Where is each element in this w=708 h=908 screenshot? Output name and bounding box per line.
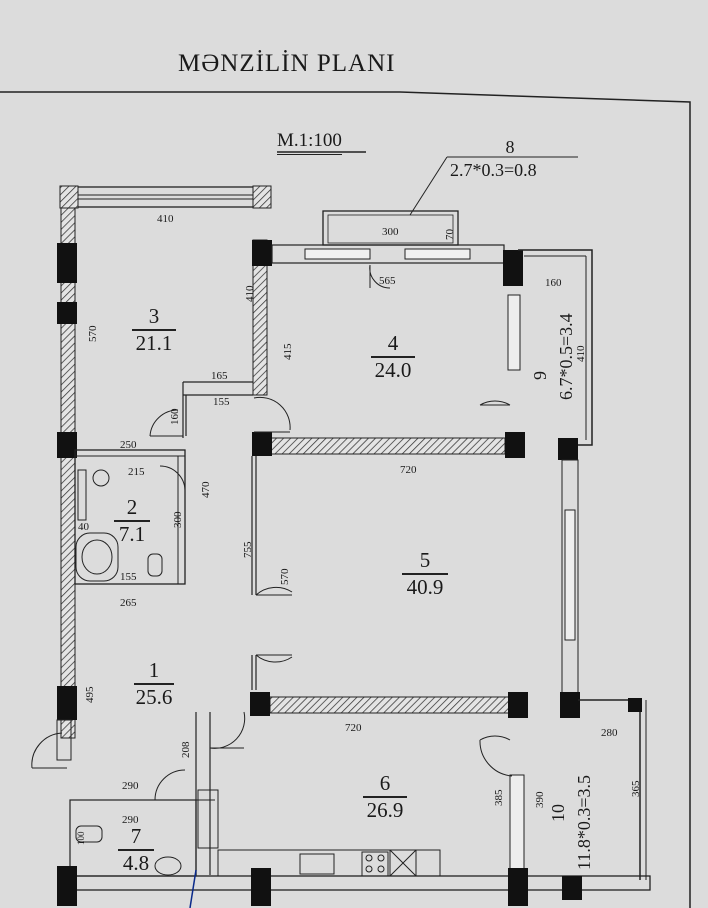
dim-160-right: 160 xyxy=(545,277,562,289)
dim-70: 70 xyxy=(444,229,456,240)
dim-40: 40 xyxy=(78,521,89,533)
dim-410-top: 410 xyxy=(157,213,174,225)
left-exterior-wall xyxy=(60,207,76,739)
bath-toilet xyxy=(147,553,163,577)
dim-385: 385 xyxy=(493,789,505,807)
dim-155: 155 xyxy=(213,396,230,408)
scale-label: M.1:100 xyxy=(277,130,342,155)
dim-100: 100 xyxy=(76,831,86,846)
dim-390: 390 xyxy=(534,791,546,809)
dim-265: 265 xyxy=(120,597,137,609)
dim-280: 280 xyxy=(601,727,618,739)
dim-290-b: 290 xyxy=(122,814,139,826)
dim-155-bath: 155 xyxy=(120,571,137,583)
dim-208: 208 xyxy=(180,741,192,759)
wc-toilet xyxy=(75,825,103,843)
bottom-exterior-wall xyxy=(59,875,651,891)
dim-300-bath: 300 xyxy=(172,511,184,529)
balcony-9-formula: 6.7*0.5=3.4 xyxy=(556,313,576,400)
balcony-9 xyxy=(518,249,593,446)
dim-410-wall: 410 xyxy=(244,285,256,303)
dim-415: 415 xyxy=(282,343,294,361)
dim-160-door: 160 xyxy=(169,408,181,426)
dim-755: 755 xyxy=(242,541,254,559)
balcony-9-num: 9 xyxy=(530,371,550,380)
bathroom-2 xyxy=(74,449,186,585)
dim-165: 165 xyxy=(211,370,228,382)
balcony-8-formula: 2.7*0.3=0.8 xyxy=(450,160,537,180)
balcony-10-num: 10 xyxy=(548,804,568,822)
dim-300: 300 xyxy=(382,226,399,238)
dim-250: 250 xyxy=(120,439,137,451)
dim-720-b: 720 xyxy=(345,722,362,734)
dim-215: 215 xyxy=(128,466,145,478)
bath-sink xyxy=(92,469,110,487)
plan-title: MƏNZİLİN PLANI xyxy=(178,50,396,77)
balcony-10-formula: 11.8*0.3=3.5 xyxy=(574,775,594,870)
wc-sink xyxy=(154,856,182,876)
room3-top-window xyxy=(62,186,270,208)
kitchen-sink xyxy=(299,853,335,875)
balcony-8-label: 8 xyxy=(505,137,515,157)
dim-570-left: 570 xyxy=(87,325,99,343)
dim-290-a: 290 xyxy=(122,780,139,792)
stove xyxy=(361,851,389,877)
dim-570-mid: 570 xyxy=(279,568,291,586)
dim-565: 565 xyxy=(379,275,396,287)
dim-470: 470 xyxy=(200,481,212,499)
dim-365: 365 xyxy=(630,780,642,798)
wall-5-6 xyxy=(269,696,511,714)
dim-495: 495 xyxy=(84,686,96,704)
balcony-8 xyxy=(322,210,459,246)
dim-410-right: 410 xyxy=(575,345,587,363)
sheet-border xyxy=(0,91,691,908)
wall-4-5 xyxy=(269,437,506,455)
dim-720-a: 720 xyxy=(400,464,417,476)
bathtub xyxy=(75,532,119,582)
